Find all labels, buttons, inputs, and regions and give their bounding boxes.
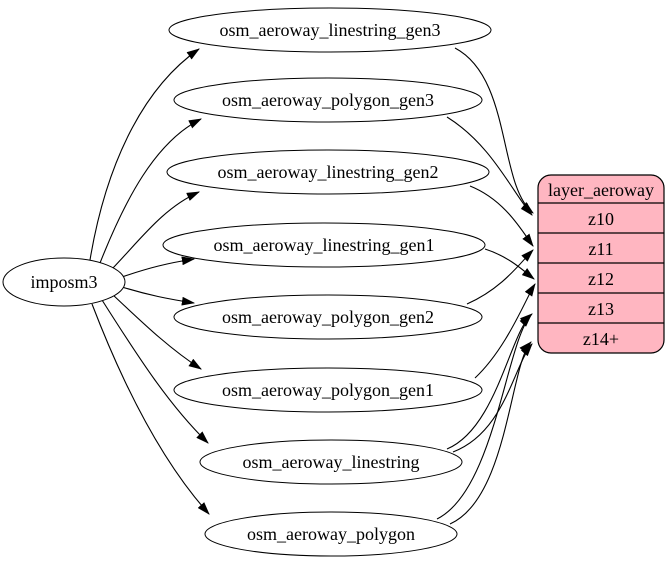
table-node-osm_aeroway_polygon_gen1: osm_aeroway_polygon_gen1 — [173, 367, 483, 413]
edge-imposm3-to-osm_aeroway_linestring — [101, 299, 209, 444]
edge-imposm3-to-osm_aeroway_linestring_gen1 — [121, 256, 196, 278]
layer-node-title: layer_aeroway — [548, 180, 654, 200]
edge-osm_aeroway_linestring_gen3-to-z10 — [454, 47, 534, 214]
edge-imposm3-to-osm_aeroway_linestring_gen3 — [89, 48, 200, 261]
layer-row-z14: z14+ — [583, 329, 619, 349]
table-node-shape — [173, 367, 483, 413]
table-node-label: osm_aeroway_linestring_gen2 — [218, 162, 439, 182]
table-node-shape — [173, 77, 483, 123]
edge-osm_aeroway_linestring_gen2-to-z11 — [469, 185, 534, 247]
edge-osm_aeroway_polygon_gen1-to-z12 — [474, 283, 536, 379]
table-node-osm_aeroway_linestring_gen2: osm_aeroway_linestring_gen2 — [166, 149, 490, 195]
table-node-label: osm_aeroway_polygon_gen1 — [222, 380, 434, 400]
layer-node-layer_aeroway: layer_aeroway z10 z11 z12 z13 z14+ — [537, 174, 665, 354]
layer-row-z10: z10 — [588, 209, 614, 229]
table-node-osm_aeroway_linestring_gen1: osm_aeroway_linestring_gen1 — [162, 222, 486, 268]
edges-tables-to-layer — [436, 47, 536, 525]
layer-row-z11: z11 — [588, 239, 613, 259]
layer-row-z12: z12 — [588, 269, 614, 289]
table-node-shape — [166, 149, 490, 195]
edge-osm_aeroway_polygon_gen2-to-z11 — [466, 249, 534, 305]
table-node-osm_aeroway_polygon_gen3: osm_aeroway_polygon_gen3 — [173, 77, 483, 123]
table-node-label: osm_aeroway_linestring_gen1 — [214, 235, 435, 255]
table-node-shape — [173, 294, 483, 340]
edge-imposm3-to-osm_aeroway_linestring_gen2 — [111, 191, 201, 270]
edge-osm_aeroway_polygon-to-z14 — [449, 341, 532, 525]
table-node-shape — [204, 511, 458, 557]
table-node-osm_aeroway_polygon_gen2: osm_aeroway_polygon_gen2 — [173, 294, 483, 340]
layer-row-z13: z13 — [588, 299, 614, 319]
table-node-label: osm_aeroway_linestring_gen3 — [220, 20, 441, 40]
edges-source-to-tables — [89, 48, 210, 515]
edge-imposm3-to-osm_aeroway_polygon — [91, 303, 210, 515]
edge-osm_aeroway_polygon_gen3-to-z10 — [446, 116, 533, 216]
layer-node-shape — [537, 174, 665, 354]
table-node-shape — [162, 222, 486, 268]
table-node-shape — [168, 7, 492, 53]
edge-imposm3-to-osm_aeroway_polygon_gen2 — [121, 286, 196, 306]
edge-osm_aeroway_polygon-to-z13 — [436, 314, 532, 520]
table-node-label: osm_aeroway_polygon_gen2 — [222, 307, 434, 327]
table-node-shape — [199, 439, 463, 485]
table-node-osm_aeroway_linestring_gen3: osm_aeroway_linestring_gen3 — [168, 7, 492, 53]
table-node-osm_aeroway_polygon: osm_aeroway_polygon — [204, 511, 458, 557]
edge-osm_aeroway_linestring_gen1-to-z12 — [484, 248, 535, 280]
source-node-label: imposm3 — [30, 272, 97, 292]
table-node-osm_aeroway_linestring: osm_aeroway_linestring — [199, 439, 463, 485]
table-node-label: osm_aeroway_polygon_gen3 — [222, 90, 434, 110]
edge-imposm3-to-osm_aeroway_polygon_gen3 — [99, 118, 202, 264]
table-node-label: osm_aeroway_polygon — [247, 524, 415, 544]
edge-imposm3-to-osm_aeroway_polygon_gen1 — [111, 293, 202, 370]
source-node-shape — [2, 257, 126, 307]
source-node-imposm3: imposm3 — [2, 257, 126, 307]
table-node-label: osm_aeroway_linestring — [243, 452, 420, 472]
